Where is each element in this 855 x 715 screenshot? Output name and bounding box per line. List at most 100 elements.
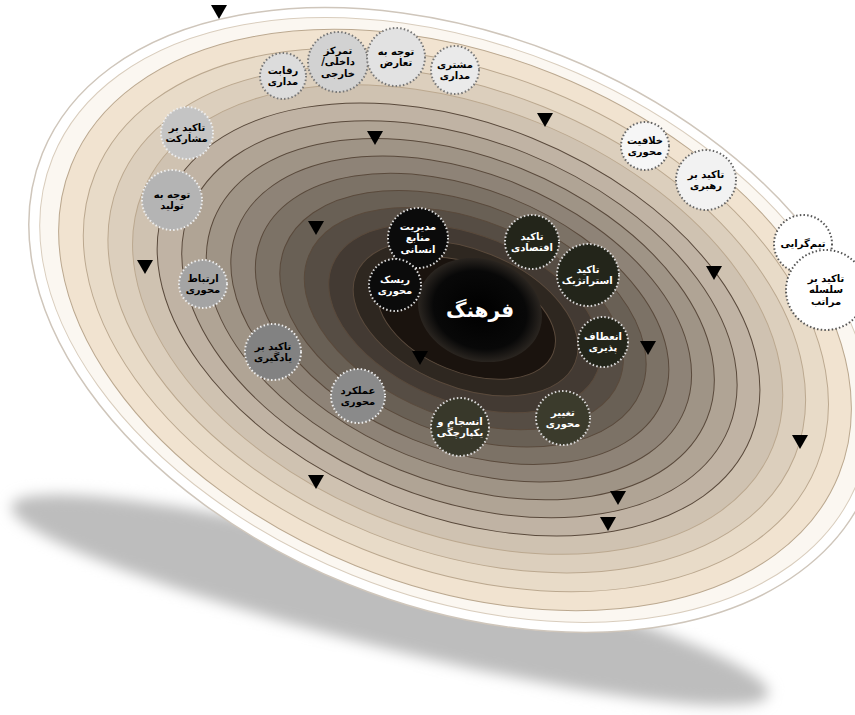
factor-circle: تیم‌گرایی	[774, 215, 832, 273]
circle-outline	[260, 53, 306, 99]
factor-label: تاکید استراتژیک	[563, 264, 613, 287]
plate-ring	[272, 164, 657, 473]
circle-outline	[331, 369, 385, 423]
circle-outline	[245, 324, 301, 380]
factor-circle: خلاقیت محوری	[621, 122, 669, 170]
triangle-marker	[600, 517, 616, 531]
plate-ring	[93, 20, 824, 619]
factor-label: تاکید بر رهبری	[682, 169, 730, 192]
factor-circle: تاکید بر رهبری	[676, 150, 736, 210]
factor-label: توجه به تعارض	[373, 46, 419, 69]
circle-outline	[367, 28, 425, 86]
factor-circle: توجه به تولید	[142, 170, 202, 230]
circle-outline	[388, 208, 448, 268]
factor-circle: توجه به تعارض	[367, 28, 425, 86]
triangle-marker	[537, 113, 553, 127]
factor-label: تمرکز داخلی/خارجی	[314, 45, 362, 80]
factor-label: عملکرد محوری	[336, 385, 379, 408]
factor-label: ریسک محوری	[374, 274, 416, 297]
circle-outline	[179, 260, 227, 308]
circle-outline	[557, 244, 619, 306]
text-holder: تاکید بر مشارکت	[161, 107, 213, 159]
factor-label: توجه به تولید	[148, 189, 196, 212]
factor-label: مدیریت منابع انسانی	[394, 221, 442, 256]
circle-outline	[536, 391, 590, 445]
factor-circle: عملکرد محوری	[331, 369, 385, 423]
triangle-marker	[610, 491, 626, 505]
text-holder: رقابت مداری	[260, 53, 306, 99]
text-holder: ارتباط محوری	[179, 260, 227, 308]
circle-outline	[161, 107, 213, 159]
circle-outline	[676, 150, 736, 210]
text-holder: مدیریت منابع انسانی	[388, 208, 448, 268]
triangle-marker	[706, 266, 722, 280]
core-ellipse-shape	[416, 258, 544, 362]
factor-label: مشتری مداری	[436, 59, 474, 82]
triangle-marker	[308, 475, 324, 489]
circle-outline	[505, 215, 559, 269]
factor-circle: تاکید بر سلسله مراتب	[786, 250, 855, 330]
text-holder: مشتری مداری	[431, 46, 479, 94]
triangle-marker	[640, 341, 656, 355]
circle-outline	[142, 170, 202, 230]
plate-ring	[2, 0, 855, 695]
factor-label: تغییر محوری	[541, 407, 584, 430]
factor-label: تیم‌گرایی	[780, 238, 826, 250]
text-holder: توجه به تعارض	[367, 28, 425, 86]
triangle-marker	[412, 351, 428, 365]
core-ellipse: فرهنگ	[416, 258, 544, 362]
text-holder: تاکید بر یادگیری	[245, 324, 301, 380]
plate-ring	[183, 93, 740, 545]
factor-circle: تمرکز داخلی/خارجی	[308, 32, 368, 92]
plate-ring	[242, 141, 684, 497]
text-holder: تغییر محوری	[536, 391, 590, 445]
factor-label: تاکید بر سلسله مراتب	[794, 273, 855, 308]
text-holder: فرهنگ	[416, 258, 544, 362]
text-holder: توجه به تولید	[142, 170, 202, 230]
factor-circle: مشتری مداری	[431, 46, 479, 94]
factor-circle: انسجام و یکپارچگی	[431, 398, 489, 456]
factor-label: تاکید بر مشارکت	[166, 122, 208, 145]
circle-outline	[308, 32, 368, 92]
plate-ring	[33, 0, 855, 669]
factor-label: انعطاف پذیری	[583, 331, 623, 354]
factor-label: رقابت مداری	[265, 65, 302, 88]
factor-circle: تاکید بر یادگیری	[245, 324, 301, 380]
factor-circle: مدیریت منابع انسانی	[388, 208, 448, 268]
text-holder: خلاقیت محوری	[621, 122, 669, 170]
circle-outline	[621, 122, 669, 170]
text-holder: تاکید بر سلسله مراتب	[786, 250, 855, 330]
plate-ring	[153, 69, 768, 570]
circle-outline	[578, 317, 628, 367]
text-holder: تاکید اقتصادی	[505, 215, 559, 269]
circle-outline	[431, 46, 479, 94]
text-holder: تمرکز داخلی/خارجی	[308, 32, 368, 92]
triangle-marker	[211, 5, 227, 19]
core-label: فرهنگ	[446, 299, 514, 322]
triangle-marker	[308, 221, 324, 235]
triangle-marker	[137, 260, 153, 274]
factor-circle: تاکید بر مشارکت	[161, 107, 213, 159]
text-holder: ریسک محوری	[369, 259, 421, 311]
text-holder: تاکید بر رهبری	[676, 150, 736, 210]
factor-circle: تاکید اقتصادی	[505, 215, 559, 269]
factor-label: تاکید اقتصادی	[510, 231, 553, 254]
factor-circle: تاکید استراتژیک	[557, 244, 619, 306]
triangle-marker	[792, 435, 808, 449]
text-holder: تاکید استراتژیک	[557, 244, 619, 306]
factor-circle: ارتباط محوری	[179, 260, 227, 308]
triangle-marker	[367, 131, 383, 145]
text-holder: تیم‌گرایی	[774, 215, 832, 273]
factor-label: انسجام و یکپارچگی	[437, 416, 483, 439]
plate-ring	[123, 44, 796, 594]
factor-label: ارتباط محوری	[184, 273, 222, 296]
factor-label: تاکید بر یادگیری	[251, 341, 296, 364]
circle-outline	[431, 398, 489, 456]
factor-circle: انعطاف پذیری	[578, 317, 628, 367]
